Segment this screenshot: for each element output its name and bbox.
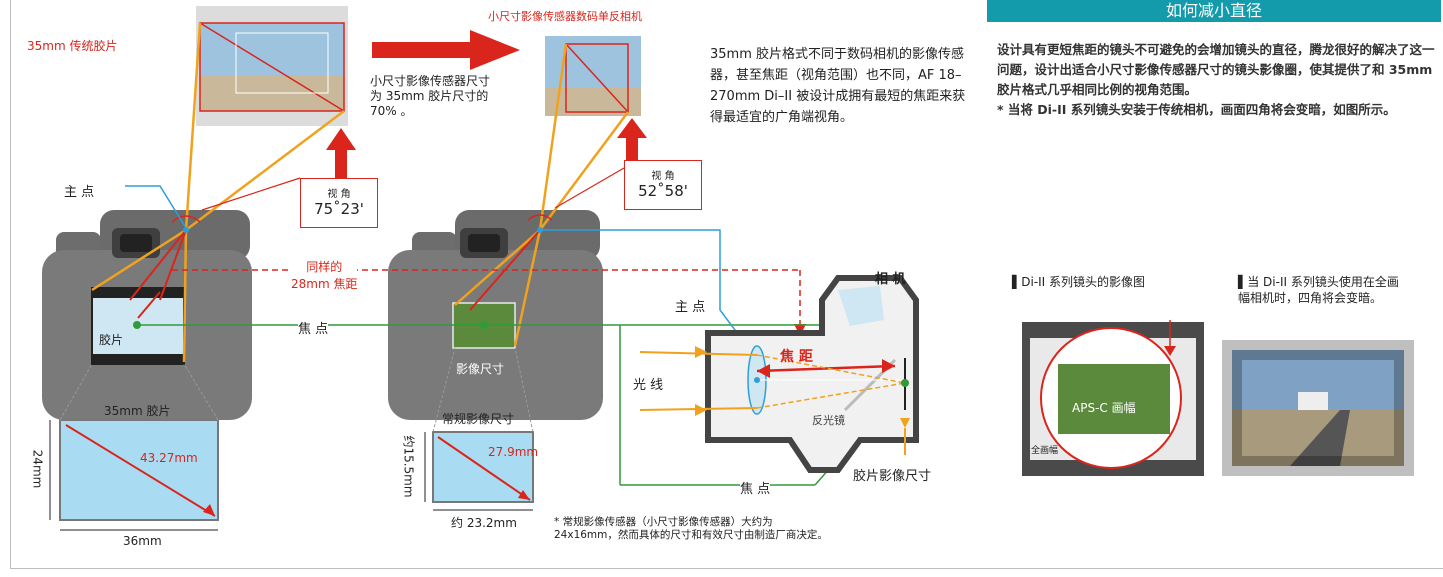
film-strip-right bbox=[545, 36, 641, 116]
label-sensor-size: 影像尺寸 bbox=[456, 362, 505, 376]
camera-side-view bbox=[639, 275, 919, 473]
description-text: 35mm 胶片格式不同于数码相机的影像传感器，甚至焦距（视角范围）也不同，AF … bbox=[710, 47, 966, 125]
angle-box-2-label: 视 角 bbox=[651, 171, 675, 182]
angle-box-1: 视 角 75˚23' bbox=[300, 178, 378, 228]
angle-box-1-value: 75˚23' bbox=[314, 200, 364, 218]
image-circle-diagram bbox=[1022, 320, 1204, 476]
label-film-image-size: 胶片影像尺寸 bbox=[853, 469, 932, 484]
right-panel-para1: 设计具有更短焦距的镜头不可避免的会增加镜头的直径，腾龙很好的解决了这一问题，设计… bbox=[997, 42, 1435, 97]
label-principal-point-2: 主 点 bbox=[675, 300, 706, 315]
label-same-focal-1: 同样的 bbox=[306, 260, 343, 274]
camera-left bbox=[42, 210, 252, 420]
film-strip-left bbox=[196, 6, 348, 126]
angle-box-2: 视 角 52˚58' bbox=[624, 160, 702, 210]
label-mirror: 反光镜 bbox=[812, 414, 845, 427]
label-principal-point: 主 点 bbox=[64, 185, 95, 200]
label-sensor-ratio: 小尺寸影像传感器尺寸为 35mm 胶片尺寸的 70% 。 bbox=[370, 74, 491, 118]
label-35mm-film-title: 35mm 胶片 bbox=[104, 404, 171, 418]
angle-box-1-label: 视 角 bbox=[327, 189, 351, 200]
label-height-1: 24mm bbox=[30, 449, 45, 489]
vignette-photo bbox=[1222, 340, 1414, 476]
label-film: 胶片 bbox=[99, 333, 124, 347]
label-focal-point-2: 焦 点 bbox=[740, 478, 771, 497]
panel-frame bbox=[10, 0, 1443, 569]
big-arrow bbox=[372, 30, 520, 70]
label-diag-2: 27.9mm bbox=[488, 445, 539, 459]
caption-image-circle: ▌Di-II 系列镜头的影像图 bbox=[1012, 275, 1146, 289]
label-width-2: 约 23.2mm bbox=[451, 516, 517, 530]
camera-right bbox=[388, 210, 603, 420]
label-camera: 相 机 bbox=[875, 272, 906, 287]
label-same-focal-2: 28mm 焦距 bbox=[291, 277, 358, 291]
label-width-1: 36mm bbox=[123, 534, 162, 548]
angle-box-2-value: 52˚58' bbox=[638, 182, 688, 200]
right-panel-text: 设计具有更短焦距的镜头不可避免的会增加镜头的直径，腾龙很好的解决了这一问题，设计… bbox=[997, 40, 1437, 120]
label-focal-point-1: 焦 点 bbox=[298, 318, 329, 337]
label-focal-length: 焦 距 bbox=[780, 349, 813, 365]
label-height-2: 约15.5mm bbox=[401, 435, 416, 498]
right-panel-para2: * 当将 Di-II 系列镜头安装于传统相机，画面四角将会变暗，如图所示。 bbox=[997, 102, 1396, 117]
footnote: * 常规影像传感器（小尺寸影像传感器）大约为24x16mm，然而具体的尺寸和有效… bbox=[554, 516, 828, 541]
section-heading: 如何减小直径 bbox=[987, 0, 1441, 22]
label-diag-1: 43.27mm bbox=[140, 451, 198, 465]
label-regular-sensor: 常规影像尺寸 bbox=[442, 412, 515, 426]
label-aps-c: APS-C 画幅 bbox=[1072, 401, 1136, 415]
label-small-sensor-slr: 小尺寸影像传感器数码单反相机 bbox=[488, 10, 642, 23]
label-full-frame: 全画幅 bbox=[1031, 446, 1059, 456]
label-light: 光 线 bbox=[633, 378, 664, 393]
caption-vignette: ▌当 Di-II 系列镜头使用在全画幅相机时，四角将会变暗。 bbox=[1238, 275, 1399, 305]
label-35mm-film: 35mm 传统胶片 bbox=[27, 39, 118, 53]
label-same-focal: 同样的 28mm 焦距 bbox=[291, 258, 358, 292]
